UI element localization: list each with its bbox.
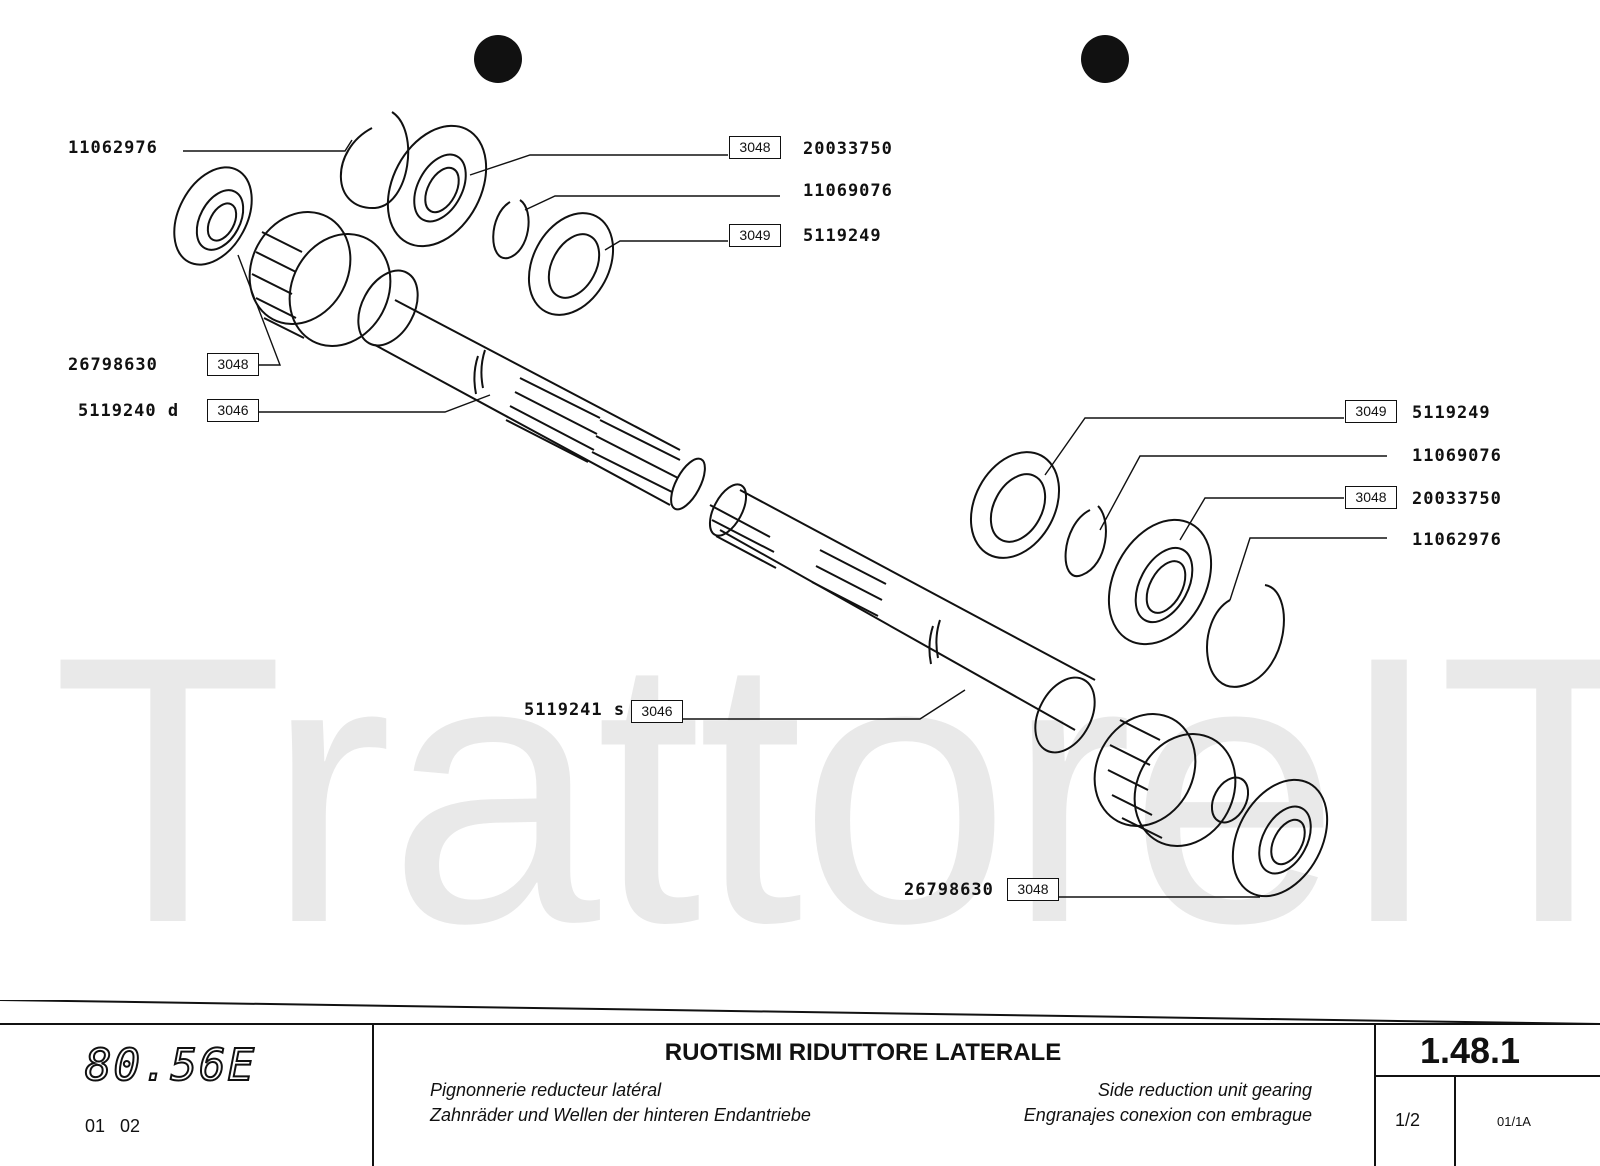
revision-code: 01/1A (1497, 1114, 1531, 1129)
page-number: 1/2 (1395, 1110, 1421, 1130)
reference-box: 3048 (729, 136, 781, 159)
leader-r-bearing (1179, 497, 1344, 541)
model-logo: 80.56E (84, 1039, 256, 1092)
top-snap-ring (339, 111, 410, 210)
title-german: Zahnräder und Wellen der hinteren Endant… (430, 1105, 811, 1125)
exploded-view-drawing (173, 35, 1387, 898)
reference-box: 3049 (1345, 400, 1397, 423)
part-number-label: 5119249 (1412, 403, 1491, 423)
reference-box: 3048 (1007, 878, 1059, 901)
right-splines (709, 504, 887, 617)
section-number: 1.48.1 (1419, 1030, 1521, 1071)
punch-hole-left (474, 35, 522, 83)
title-spanish: Engranajes conexion con embrague (1023, 1105, 1312, 1125)
part-number-label: 26798630 (68, 355, 158, 375)
watermark: TrattoreIT (52, 577, 1600, 1002)
part-number-label: 11062976 (68, 138, 158, 158)
part-number-label: 11062976 (1412, 530, 1502, 550)
top-bearing (386, 124, 488, 248)
part-number-label: 11069076 (803, 181, 893, 201)
right-circlip (1064, 505, 1107, 578)
bottom-bearing (1231, 778, 1329, 898)
right-pinion (1034, 676, 1250, 847)
leader-r-snapring (1229, 537, 1387, 601)
part-number-label: 5119241 s (524, 700, 626, 720)
left-bearing (173, 166, 253, 266)
part-number-label: 5119240 d (78, 401, 180, 421)
part-number-label: 20033750 (1412, 489, 1502, 509)
left-pinion (248, 211, 419, 347)
top-circlip (492, 199, 530, 260)
top-seal (527, 212, 615, 316)
right-snap-ring (1206, 584, 1285, 688)
part-number-label: 5119249 (803, 226, 882, 246)
left-shaft (248, 211, 706, 511)
right-bearing (1107, 518, 1213, 646)
title-french: Pignonnerie reducteur latéral (430, 1080, 662, 1100)
leader-r-circlip (1099, 455, 1387, 531)
title-block-frame (0, 1000, 1600, 1166)
edition-code: 01 02 (85, 1116, 141, 1136)
right-seal (969, 451, 1061, 559)
leader-tl-seal (604, 240, 728, 251)
leader-tl-snapring (183, 139, 353, 152)
punch-hole-right (1081, 35, 1129, 83)
leader-l-shaft (258, 394, 491, 413)
reference-box: 3046 (207, 399, 259, 422)
left-splines-inner (505, 377, 681, 493)
reference-box: 3046 (631, 700, 683, 723)
right-shaft (708, 483, 1250, 847)
part-number-label: 26798630 (904, 880, 994, 900)
leader-tl-bearing (469, 154, 728, 176)
reference-box: 3049 (729, 224, 781, 247)
leader-r-shaft (683, 689, 966, 720)
leader-r-seal (1044, 417, 1344, 476)
leader-l-bearing (237, 254, 282, 366)
leader-tl-circlip (524, 195, 780, 211)
part-number-label: 20033750 (803, 139, 893, 159)
reference-box: 3048 (207, 353, 259, 376)
reference-box: 3048 (1345, 486, 1397, 509)
title-english: Side reduction unit gearing (1097, 1080, 1312, 1100)
part-number-label: 11069076 (1412, 446, 1502, 466)
page-title: RUOTISMI RIDUTTORE LATERALE (664, 1039, 1062, 1066)
